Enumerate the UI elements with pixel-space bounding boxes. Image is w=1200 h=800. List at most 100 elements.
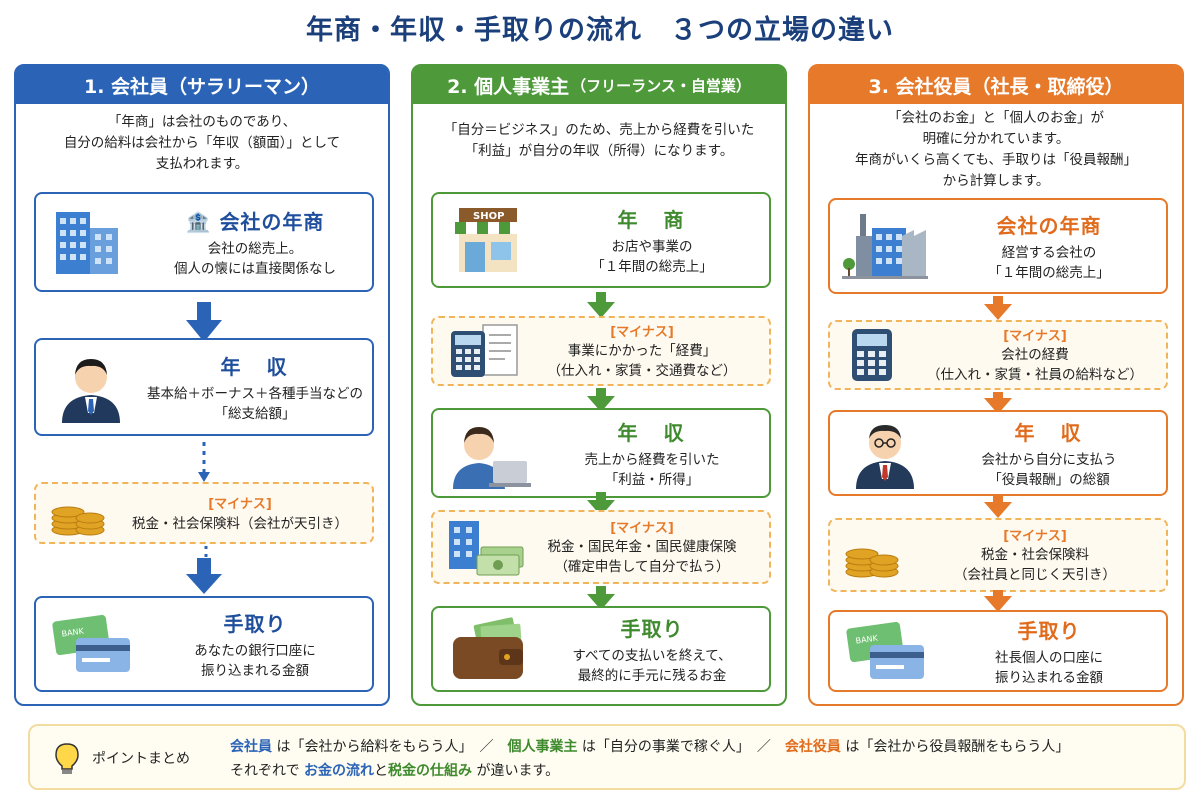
desc-line: すべての支払いを終えて、: [572, 647, 732, 664]
factory-icon: [842, 210, 928, 282]
bank-cards-icon: BANK: [842, 615, 928, 687]
minus-label: [マイナス]: [1003, 329, 1067, 344]
income-text: 年 収 基本給＋ボーナス＋各種手当などの 「総支給額」: [146, 340, 364, 434]
desc-line: 基本給＋ボーナス＋各種手当などの: [147, 385, 363, 402]
desc-line: （確定申告して自分で払う）: [554, 559, 730, 575]
takehome-desc: あなたの銀行口座に 振り込まれる金額: [194, 641, 316, 681]
desc-line: 経営する会社の: [1001, 244, 1097, 261]
desc-line: あなたの銀行口座に: [194, 642, 316, 659]
desc-line: 社長個人の口座に: [995, 649, 1103, 666]
office-building-icon: [48, 206, 134, 278]
arrow-down-icon: [587, 492, 615, 516]
revenue-title: 🏦 会社の年商: [186, 206, 325, 235]
summary-text: は「自分の事業で稼ぐ人」 ／: [577, 739, 785, 755]
desc-line: お店や事業の: [611, 238, 693, 255]
minus-desc: 税金・国民年金・国民健康保険 （確定申告して自分で払う）: [548, 537, 737, 577]
minus-desc: 税金・社会保険料 （会社員と同じく天引き）: [954, 545, 1116, 585]
arrow-down-icon: [984, 392, 1012, 414]
summary-line-2: それぞれで お金の流れと税金の仕組み が違います。: [230, 760, 559, 780]
executive-expense-box: [マイナス] 会社の経費 （仕入れ・家賃・社員の給料など）: [828, 320, 1168, 390]
minus-label: [マイナス]: [1003, 529, 1067, 544]
summary-text: が違います。: [472, 763, 560, 779]
desc-line: （仕入れ・家賃・社員の給料など）: [927, 367, 1143, 383]
revenue-text: 🏦 会社の年商 会社の総売上。 個人の懐には直接関係なし: [146, 194, 364, 290]
dotted-arrow-icon: [198, 442, 210, 482]
arrow-down-icon: [984, 590, 1012, 612]
summary-executive: 会社役員: [784, 739, 841, 755]
intro-line: 明確に分かれています。: [922, 131, 1070, 147]
summary-label: ポイントまとめ: [92, 751, 190, 767]
bank-icon: 🏦: [185, 209, 220, 234]
freelance-revenue-box: SHOP 年 商 お店や事業の 「１年間の総売上」: [431, 192, 771, 288]
summary-line-1: 会社員 は「会社から給料をもらう人」 ／ 個人事業主 は「自分の事業で稼ぐ人」 …: [230, 736, 1069, 756]
expense-desc: 会社の経費 （仕入れ・家賃・社員の給料など）: [927, 345, 1143, 385]
bank-cards-icon: BANK: [48, 608, 134, 680]
desc-line: 個人の懐には直接関係なし: [174, 260, 336, 277]
coins-icon: [842, 530, 902, 580]
freelance-income-box: 年 収 売上から経費を引いた 「利益・所得」: [431, 408, 771, 498]
arrow-down-icon: [984, 496, 1012, 518]
minus-label: [マイナス]: [610, 325, 674, 340]
freelance-column: 2. 個人事業主（フリーランス・自営業） 「自分＝ビジネス」のため、売上から経費…: [411, 64, 787, 706]
desc-line: 事業にかかった「経費」: [567, 343, 717, 359]
income-title: 年 収: [220, 354, 290, 379]
intro-line: 年商がいくら高くても、手取りは「役員報酬」: [854, 152, 1137, 168]
employee-income-box: 年 収 基本給＋ボーナス＋各種手当などの 「総支給額」: [34, 338, 374, 436]
executive-column: 3. 会社役員（社長・取締役） 「会社のお金」と「個人のお金」が 明確に分かれて…: [808, 64, 1184, 706]
desc-line: （仕入れ・家賃・交通費など）: [547, 363, 737, 379]
shop-sign-text: SHOP: [473, 211, 504, 222]
employee-minus-box: [マイナス] 税金・社会保険料（会社が天引き）: [34, 482, 374, 544]
header-main: 2. 個人事業主: [447, 75, 570, 98]
income-text: 年 収 会社から自分に支払う 「役員報酬」の総額: [940, 412, 1158, 494]
arrow-down-icon: [587, 388, 615, 412]
employee-intro: 「年商」は会社のものであり、 自分の給料は会社から「年収（額面）」として 支払わ…: [16, 112, 388, 175]
businessman-icon: [48, 351, 134, 423]
takehome-title: 手取り: [1017, 618, 1081, 643]
desc-line: （会社員と同じく天引き）: [954, 567, 1116, 583]
desc-line: 振り込まれる金額: [995, 669, 1103, 686]
intro-line: 「会社のお金」と「個人のお金」が: [888, 110, 1104, 126]
employee-header: 1. 会社員（サラリーマン）: [16, 66, 388, 104]
desc-line: 「役員報酬」の総額: [988, 471, 1110, 488]
wallet-icon: [445, 613, 531, 685]
minus-text: [マイナス] 税金・国民年金・国民健康保険 （確定申告して自分で払う）: [523, 512, 761, 582]
takehome-text: 手取り あなたの銀行口座に 振り込まれる金額: [146, 598, 364, 690]
calculator-receipt-icon: [445, 321, 525, 381]
takehome-text: 手取り すべての支払いを終えて、 最終的に手元に残るお金: [543, 608, 761, 690]
income-title: 年 収: [1014, 420, 1084, 445]
desc-line: 振り込まれる金額: [201, 662, 309, 679]
minus-label: [マイナス]: [208, 496, 272, 512]
income-title: 年 収: [617, 420, 687, 445]
intro-line: から計算します。: [942, 173, 1050, 189]
summary-text: は「会社から役員報酬をもらう人」: [840, 739, 1070, 755]
desc-line: 「１年間の総売上」: [591, 258, 713, 275]
revenue-text: 会社の年商 経営する会社の 「１年間の総売上」: [940, 200, 1158, 292]
minus-desc: 税金・社会保険料（会社が天引き）: [132, 515, 348, 532]
executive-intro: 「会社のお金」と「個人のお金」が 明確に分かれています。 年商がいくら高くても、…: [810, 108, 1182, 192]
minus-label: [マイナス]: [610, 521, 674, 536]
arrow-down-icon: [587, 586, 615, 610]
desc-line: 会社の総売上。: [207, 240, 303, 257]
executive-revenue-box: 会社の年商 経営する会社の 「１年間の総売上」: [828, 198, 1168, 294]
desc-line: 税金・社会保険料: [981, 547, 1089, 563]
employee-revenue-box: 🏦 会社の年商 会社の総売上。 個人の懐には直接関係なし: [34, 192, 374, 292]
expense-desc: 事業にかかった「経費」 （仕入れ・家賃・交通費など）: [548, 341, 737, 381]
building-cash-icon: [445, 517, 529, 577]
executive-icon: [842, 417, 928, 489]
takehome-desc: 社長個人の口座に 振り込まれる金額: [995, 648, 1103, 688]
employee-column: 1. 会社員（サラリーマン） 「年商」は会社のものであり、 自分の給料は会社から…: [14, 64, 390, 706]
freelancer-laptop-icon: [445, 417, 531, 489]
executive-income-box: 年 収 会社から自分に支払う 「役員報酬」の総額: [828, 410, 1168, 496]
freelance-minus-box: [マイナス] 税金・国民年金・国民健康保険 （確定申告して自分で払う）: [431, 510, 771, 584]
expense-text: [マイナス] 会社の経費 （仕入れ・家賃・社員の給料など）: [912, 322, 1158, 388]
desc-line: 「総支給額」: [214, 405, 296, 422]
summary-text: と: [374, 763, 389, 779]
summary-freelance: 個人事業主: [507, 739, 578, 755]
takehome-text: 手取り 社長個人の口座に 振り込まれる金額: [940, 612, 1158, 690]
desc-line: 売上から経費を引いた: [584, 451, 720, 468]
arrow-down-icon: [186, 558, 222, 594]
income-desc: 基本給＋ボーナス＋各種手当などの 「総支給額」: [147, 384, 363, 424]
intro-line: 支払われます。: [155, 156, 249, 172]
expense-text: [マイナス] 事業にかかった「経費」 （仕入れ・家賃・交通費など）: [523, 318, 761, 384]
arrow-down-icon: [186, 302, 222, 342]
